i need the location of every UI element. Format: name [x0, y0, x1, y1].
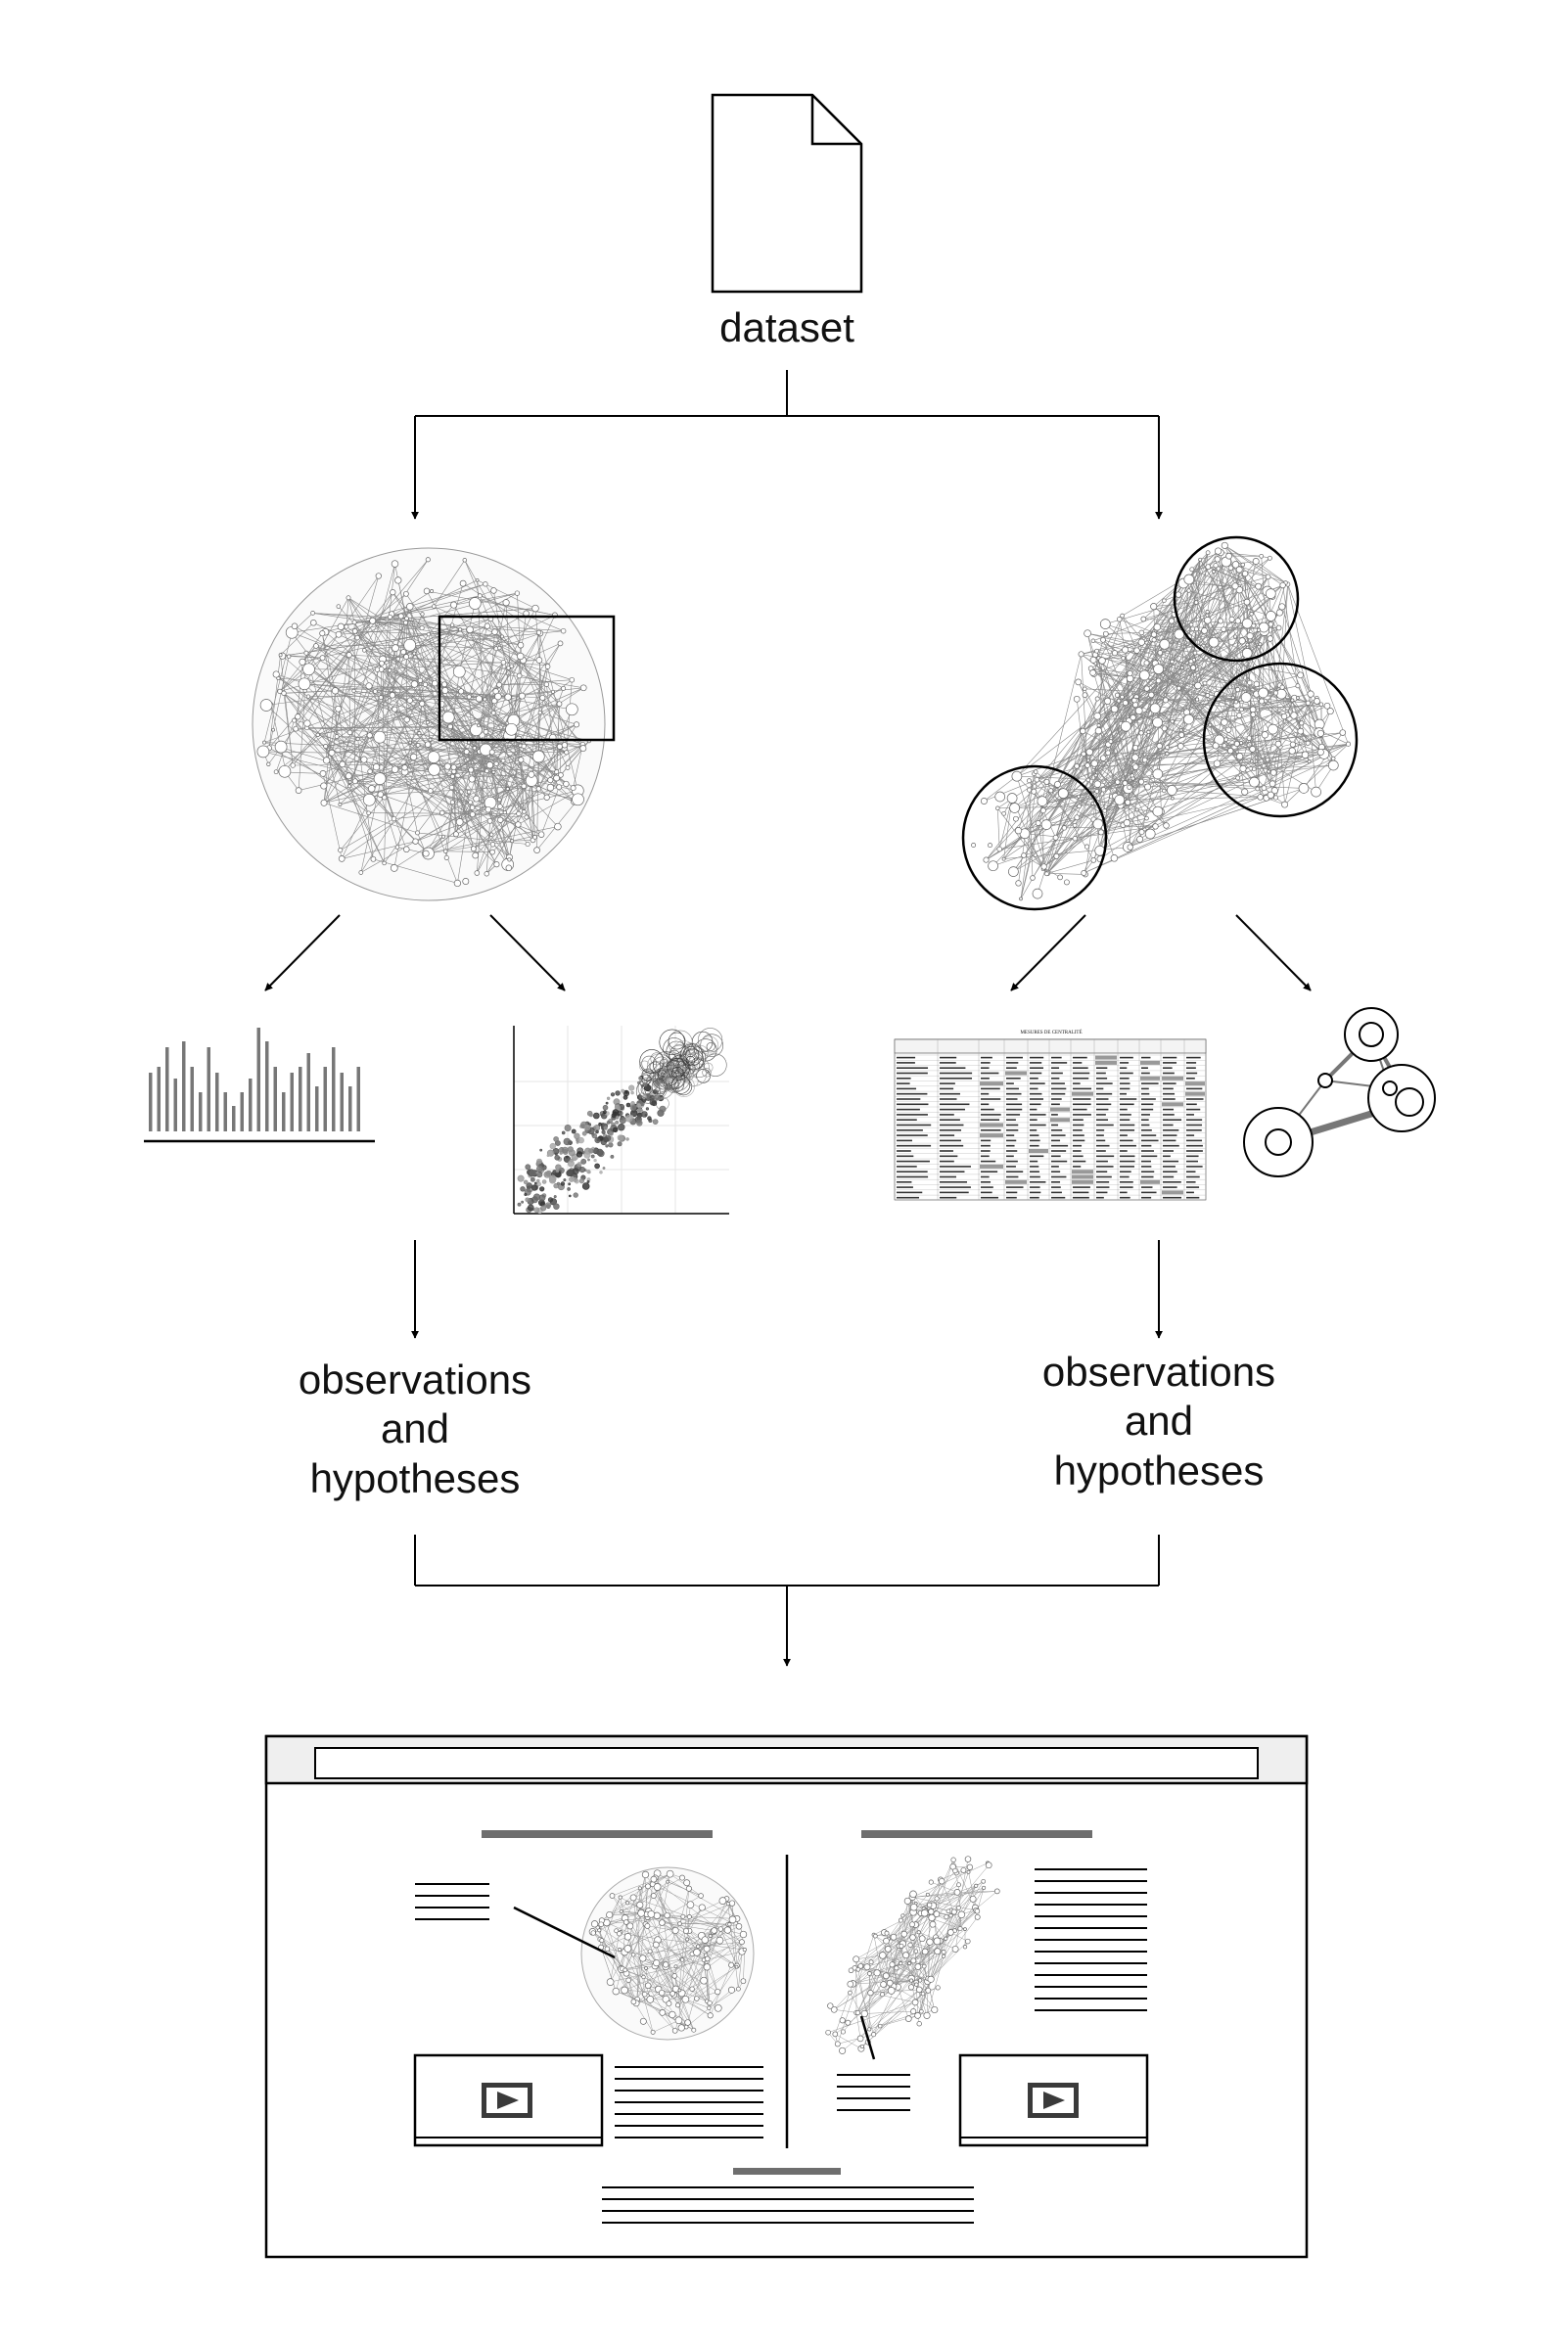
- footer-heading-bar: [733, 2168, 841, 2175]
- small-network-thumbnail: [1243, 1007, 1436, 1177]
- callout-line-right: [859, 2015, 876, 2060]
- bar-chart-thumbnail: [144, 1028, 375, 1143]
- observations-left-line-3: hypotheses: [309, 1454, 521, 1501]
- scatter-plot-thumbnail: [513, 1026, 729, 1215]
- callout-line-left: [513, 1906, 616, 1959]
- browser-window: [264, 1734, 1309, 2259]
- zoom-selection-box: [438, 615, 616, 742]
- address-bar: [314, 1747, 1259, 1779]
- observations-right: observations and hypotheses: [963, 1348, 1355, 1495]
- table-thumbnail: MESURES DE CENTRALITÉ ActeurIndicateurDe…: [894, 1030, 1207, 1201]
- dataset-label-text: dataset: [719, 304, 854, 350]
- observations-right-line-1: observations: [1041, 1349, 1276, 1395]
- document-icon: [711, 93, 863, 294]
- heading-bar-left: [482, 1830, 713, 1838]
- result-arrows: [411, 1240, 1163, 1339]
- branch-arrows: [264, 914, 1312, 991]
- observations-left-line-2: and: [380, 1405, 450, 1452]
- split-connector: [411, 370, 1163, 520]
- network-clusters-right: [961, 535, 1359, 911]
- mini-network-left: [580, 1866, 755, 2041]
- text-lines-left-bottom: [615, 2066, 763, 2138]
- network-overview-left: [252, 547, 616, 901]
- text-lines-right-top: [1035, 1868, 1147, 2011]
- video-block-left: [413, 2053, 604, 2147]
- mini-network-right: [825, 1856, 1000, 2054]
- text-lines-right-bottom: [837, 2074, 910, 2111]
- observations-right-line-3: hypotheses: [1053, 1447, 1265, 1494]
- merge-connector: [414, 1535, 1160, 1667]
- cluster-highlight-right: [1202, 662, 1359, 818]
- video-block-right: [958, 2053, 1149, 2147]
- footer-text-lines: [602, 2186, 974, 2224]
- cluster-highlight-left: [961, 764, 1108, 911]
- table-title: MESURES DE CENTRALITÉ: [1020, 1030, 1082, 1035]
- dataset-label: dataset: [640, 303, 934, 352]
- observations-left-line-1: observations: [298, 1356, 532, 1402]
- heading-bar-right: [861, 1830, 1092, 1838]
- observations-right-line-2: and: [1124, 1398, 1194, 1445]
- text-lines-left-top: [415, 1883, 489, 1920]
- cluster-highlight-top: [1173, 535, 1300, 663]
- observations-left: observations and hypotheses: [219, 1356, 611, 1503]
